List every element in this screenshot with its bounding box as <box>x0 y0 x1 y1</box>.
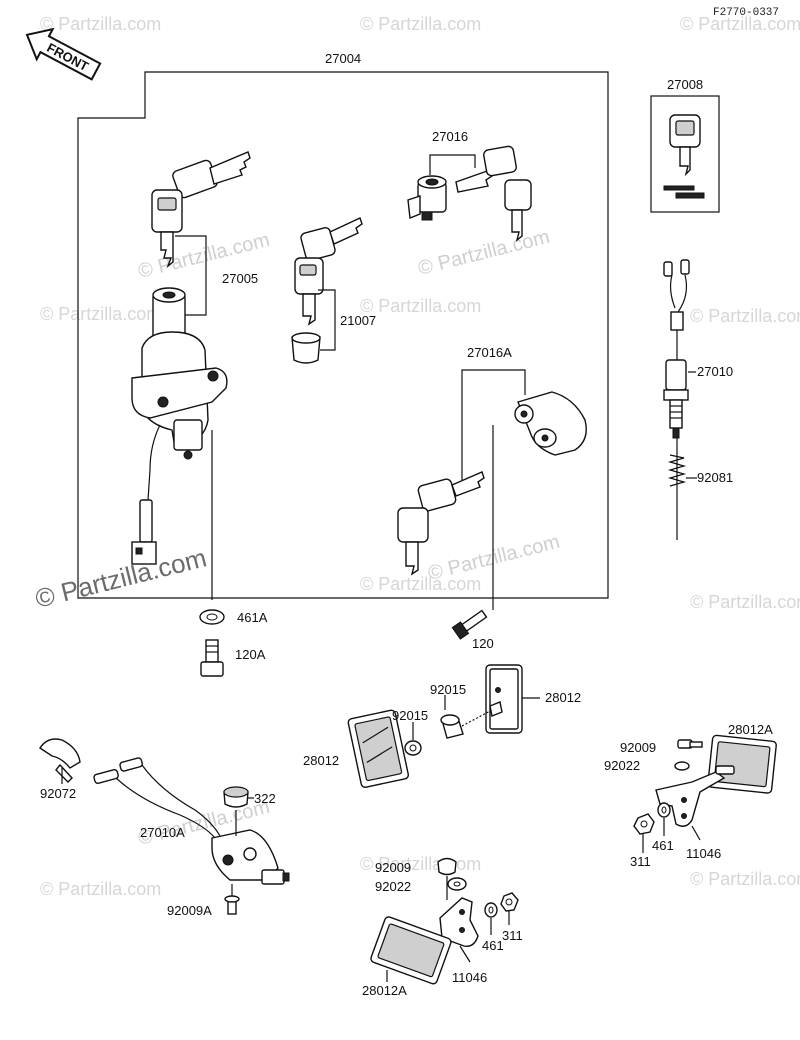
bracket-11046-mid-icon <box>439 897 479 947</box>
leader-27016A <box>461 369 526 480</box>
label-28012-right: 28012 <box>545 690 581 705</box>
watermark-text: © Partzilla.com <box>690 592 800 612</box>
label-28012A-right: 28012A <box>728 722 773 737</box>
fuel-cap-lock-icon <box>407 175 447 221</box>
label-21007: 21007 <box>340 313 376 328</box>
reflector-28012A-right-icon <box>707 734 777 794</box>
label-27016: 27016 <box>432 129 468 144</box>
washer-92015-icon <box>404 740 422 756</box>
label-311-mid: 311 <box>502 928 523 943</box>
leader-27016 <box>429 154 476 175</box>
reflector-28012-right-icon <box>485 664 523 734</box>
watermark-text: © Partzilla.com <box>360 296 481 316</box>
washer-461A-icon <box>199 609 225 625</box>
washer-92022-right-icon <box>674 761 690 771</box>
watermark-text: © Partzilla.com <box>40 304 161 324</box>
key-tag-27008-box <box>650 95 720 213</box>
bolt-120-icon <box>451 609 488 640</box>
watermark-text: © Partzilla.com <box>40 879 161 899</box>
label-92022-mid: 92022 <box>375 879 411 894</box>
label-27010A: 27010A <box>140 825 185 840</box>
lock-keys-icon <box>455 145 532 242</box>
ignition-keys-icon <box>151 151 251 269</box>
leader-11046-mid <box>459 945 471 963</box>
watermark-text: © Partzilla.com <box>690 306 800 326</box>
label-92009-right: 92009 <box>620 740 656 755</box>
label-28012A-mid: 28012A <box>362 983 407 998</box>
reflector-28012-left-icon <box>347 709 409 788</box>
screw-92009A-icon <box>224 884 240 915</box>
reflector-28012A-mid-icon <box>370 916 452 985</box>
label-92072: 92072 <box>40 786 76 801</box>
bolt-120A-icon <box>200 639 224 677</box>
label-92009-mid: 92009 <box>375 860 411 875</box>
watermark-text: © Partzilla.com <box>426 531 562 585</box>
cap-322-icon <box>223 786 249 808</box>
kit-27004-outline <box>77 71 609 599</box>
watermark-text-prominent: © Partzilla.com <box>32 542 209 613</box>
nut-311-mid-icon <box>500 892 519 912</box>
watermark-text: © Partzilla.com <box>416 226 552 280</box>
label-27004: 27004 <box>325 51 361 66</box>
label-461A: 461A <box>237 610 268 625</box>
seat-lock-icon <box>514 391 587 456</box>
leader-11046-right <box>691 825 701 841</box>
diagram-code: F2770-0337 <box>713 7 779 19</box>
label-27010: 27010 <box>697 364 733 379</box>
label-92015-bottom: 92015 <box>392 708 428 723</box>
label-92009A: 92009A <box>167 903 212 918</box>
switch-27010-icon <box>663 259 690 439</box>
washer-461-mid-icon <box>484 902 498 918</box>
watermark-text: © Partzilla.com <box>360 574 481 594</box>
spacer-92015-icon <box>440 701 503 739</box>
bracket-11046-right-icon <box>655 765 735 827</box>
label-120: 120 <box>472 636 494 651</box>
label-11046-right: 11046 <box>686 846 721 861</box>
watermark-text: © Partzilla.com <box>40 14 161 34</box>
washer-461-right-icon <box>657 802 671 818</box>
washer-92022-mid-icon <box>447 877 467 891</box>
switch-27010A-icon <box>93 757 290 885</box>
cap-keys-icon <box>291 217 363 364</box>
label-11046-mid: 11046 <box>452 970 487 985</box>
leader-21007 <box>318 289 336 351</box>
label-120A: 120A <box>235 647 266 662</box>
label-92081: 92081 <box>697 470 733 485</box>
screw-92009-right-icon <box>677 739 703 749</box>
spring-92081-icon <box>667 454 687 487</box>
watermark-text: © Partzilla.com <box>680 14 800 34</box>
nut-311-right-icon <box>633 813 655 835</box>
label-27005: 27005 <box>222 271 258 286</box>
screw-92009-mid-icon <box>437 857 457 876</box>
watermark-text: © Partzilla.com <box>690 869 800 889</box>
label-27016A: 27016A <box>467 345 512 360</box>
label-92015-top: 92015 <box>430 682 466 697</box>
watermark-text: © Partzilla.com <box>360 14 481 34</box>
clamp-92072-icon <box>39 738 81 784</box>
leader-27005 <box>175 235 207 316</box>
seat-lock-keys-icon <box>397 471 485 576</box>
label-311-right: 311 <box>630 854 651 869</box>
label-322: 322 <box>254 791 276 806</box>
blank-key-icon <box>663 114 705 199</box>
label-461-right: 461 <box>652 838 674 853</box>
ignition-switch-icon <box>131 287 228 565</box>
label-28012-left: 28012 <box>303 753 339 768</box>
label-92022-right: 92022 <box>604 758 640 773</box>
label-461-mid: 461 <box>482 938 504 953</box>
label-27008: 27008 <box>667 77 703 92</box>
